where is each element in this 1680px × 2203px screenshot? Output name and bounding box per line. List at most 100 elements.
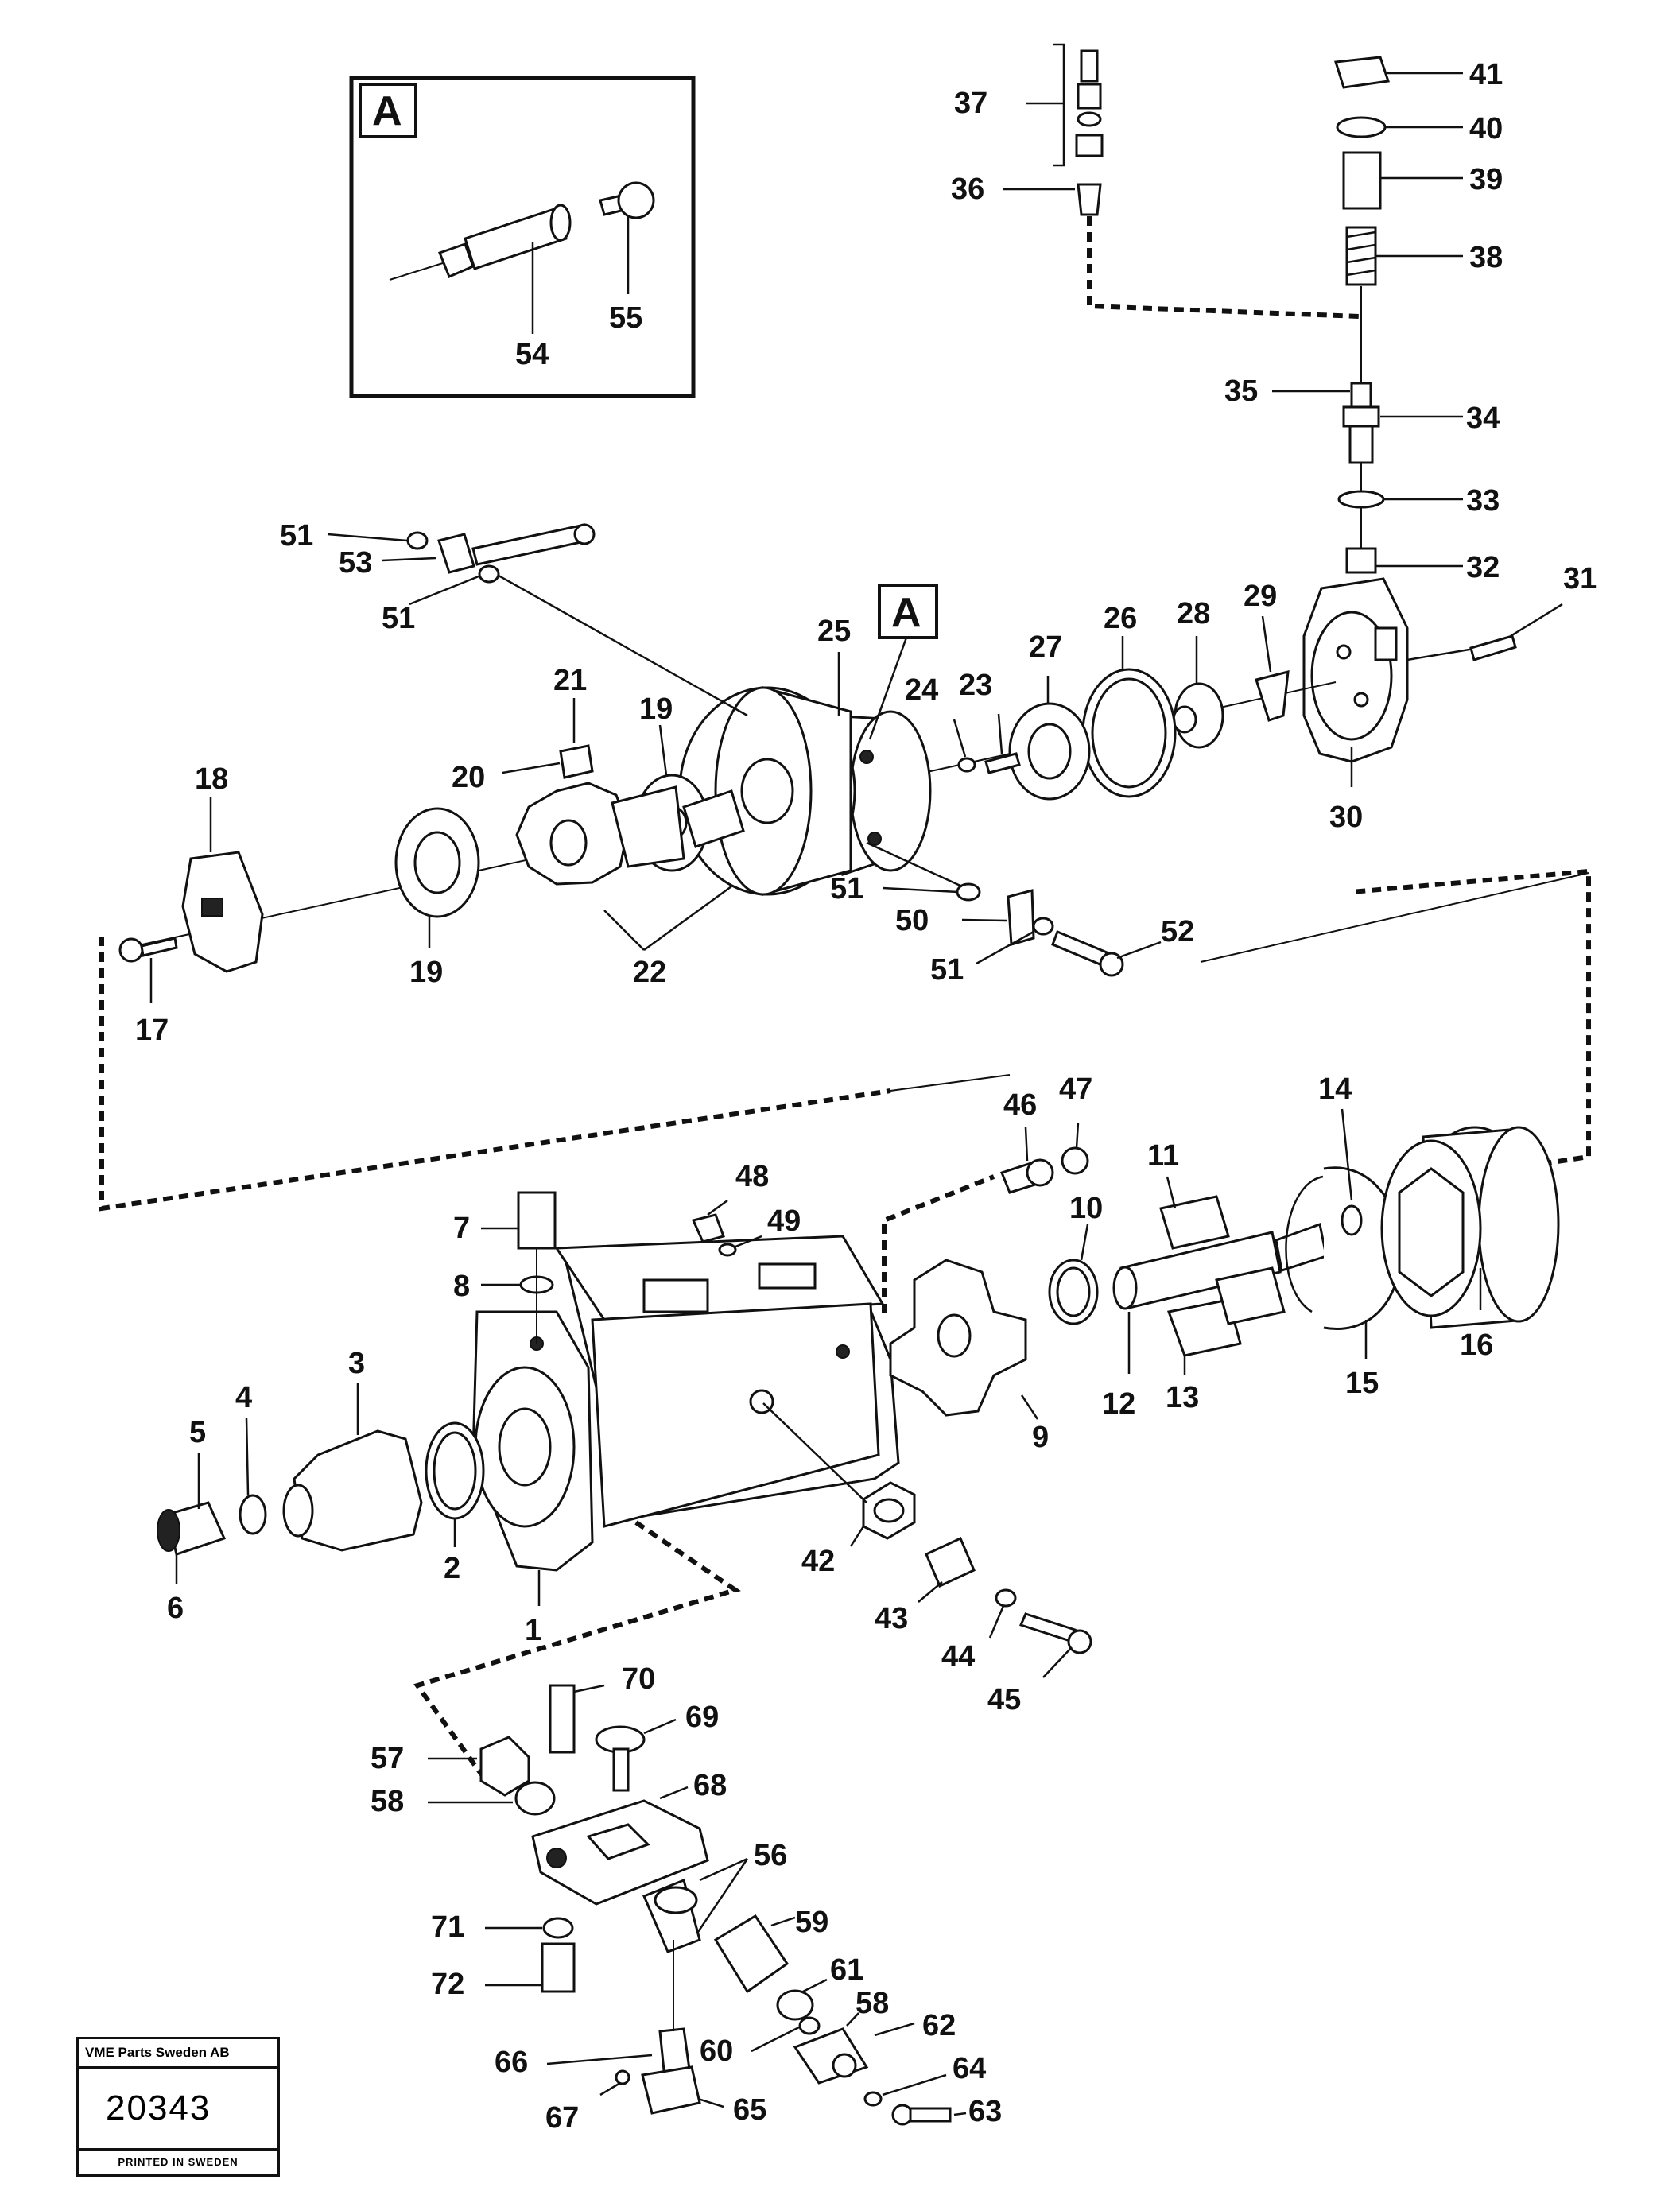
callout-25: 25 — [817, 615, 851, 648]
callout-54: 54 — [515, 338, 549, 371]
callout-66: 66 — [495, 2046, 528, 2079]
callout-44: 44 — [941, 1640, 975, 1674]
part-10-ring — [1048, 1224, 1099, 1325]
callout-70: 70 — [622, 1662, 655, 1696]
callout-42: 42 — [801, 1545, 835, 1578]
callout-35: 35 — [1224, 374, 1258, 408]
callout-55: 55 — [609, 301, 642, 335]
part-9-plate — [889, 1259, 1039, 1420]
callout-37: 37 — [954, 87, 987, 120]
callout-16: 16 — [1460, 1328, 1493, 1362]
callout-29: 29 — [1244, 580, 1277, 613]
callout-19-right: 19 — [639, 692, 673, 726]
callout-28: 28 — [1177, 597, 1210, 630]
callout-5: 5 — [189, 1416, 206, 1449]
part-54-fitting — [389, 204, 572, 281]
callout-48: 48 — [735, 1160, 769, 1193]
part-27-ring — [1008, 676, 1091, 801]
callout-62: 62 — [922, 2009, 956, 2042]
part-1-pump-body — [471, 1235, 900, 1606]
callout-15: 15 — [1345, 1367, 1379, 1400]
callout-61: 61 — [830, 1953, 863, 1987]
part-7-8-connector — [481, 1191, 557, 1344]
callout-51-b: 51 — [382, 602, 415, 635]
callout-58-a: 58 — [371, 1785, 404, 1818]
part-2-seal — [425, 1421, 485, 1547]
callout-18: 18 — [195, 762, 228, 796]
detail-a-letter: A — [372, 88, 402, 134]
part-3-sleeve — [282, 1383, 423, 1552]
callout-27: 27 — [1029, 630, 1062, 664]
part-29 — [1255, 615, 1290, 722]
part-50-51-52-bottom — [866, 841, 1162, 977]
callout-24: 24 — [905, 673, 938, 707]
callout-10: 10 — [1069, 1192, 1103, 1225]
callout-49: 49 — [767, 1204, 801, 1238]
part-26-ring — [1081, 636, 1177, 798]
publisher-stamp: VME Parts Sweden AB 20343 PRINTED IN SWE… — [76, 2037, 280, 2177]
stamp-printed: PRINTED IN SWEDEN — [118, 2156, 239, 2168]
callout-33: 33 — [1466, 484, 1500, 518]
callout-36: 36 — [951, 173, 984, 206]
callout-65: 65 — [733, 2093, 766, 2127]
callout-31: 31 — [1563, 562, 1597, 595]
part-11-12-13-shaft — [1112, 1176, 1328, 1375]
callout-30: 30 — [1329, 801, 1363, 834]
part-23-24 — [953, 713, 1021, 774]
callout-labels: 1 2 3 4 5 6 7 8 9 10 11 12 13 14 15 16 1… — [135, 58, 1597, 2135]
callout-7: 7 — [453, 1212, 470, 1245]
callout-1: 1 — [525, 1614, 541, 1647]
top-right-stack — [1003, 43, 1463, 574]
callout-59: 59 — [795, 1906, 828, 1939]
callout-21: 21 — [553, 664, 587, 697]
callout-4: 4 — [235, 1381, 252, 1414]
part-42-45-cover — [762, 1402, 1092, 1678]
part-48-49 — [691, 1199, 762, 1257]
part-19-left — [394, 807, 480, 948]
callout-34: 34 — [1466, 401, 1500, 435]
callout-67: 67 — [545, 2101, 579, 2135]
callout-11: 11 — [1147, 1139, 1179, 1173]
lower-assembly — [428, 1684, 967, 2126]
callout-51-d: 51 — [930, 953, 964, 987]
callout-43: 43 — [875, 1602, 908, 1635]
callout-9: 9 — [1032, 1421, 1049, 1454]
callout-58-b: 58 — [856, 1987, 889, 2020]
part-20-21-pin — [502, 698, 594, 779]
callout-47: 47 — [1059, 1072, 1092, 1106]
part-28 — [1172, 636, 1224, 749]
callout-68: 68 — [693, 1769, 727, 1802]
part-22-rotor — [515, 782, 745, 952]
callout-53: 53 — [339, 546, 372, 580]
callout-14: 14 — [1318, 1072, 1352, 1106]
callout-19-left: 19 — [409, 956, 443, 989]
callout-39: 39 — [1469, 163, 1503, 196]
part-25-drum — [492, 571, 932, 896]
callout-20: 20 — [452, 761, 485, 794]
part-51-53-top — [327, 523, 596, 606]
callout-6: 6 — [167, 1592, 184, 1625]
part-4-washer — [239, 1418, 267, 1535]
part-55-bolt — [599, 181, 655, 219]
callout-32: 32 — [1466, 551, 1500, 584]
detail-a-ref-letter: A — [891, 590, 921, 636]
part-18-cam-plate — [181, 797, 264, 973]
callout-22: 22 — [633, 956, 666, 989]
callout-51-c: 51 — [830, 872, 863, 906]
stamp-company: VME Parts Sweden AB — [79, 2039, 277, 2069]
callout-71: 71 — [431, 1910, 464, 1944]
callout-3: 3 — [348, 1347, 365, 1380]
callout-8: 8 — [453, 1270, 470, 1303]
callout-2: 2 — [444, 1552, 460, 1585]
callout-60: 60 — [700, 2034, 733, 2068]
stamp-number: 20343 — [79, 2069, 277, 2151]
detail-a-box: A — [349, 76, 696, 398]
callout-12: 12 — [1102, 1387, 1135, 1421]
callout-64: 64 — [953, 2052, 986, 2085]
callout-51-a: 51 — [280, 519, 313, 553]
part-46-47 — [1000, 1122, 1089, 1194]
callout-13: 13 — [1166, 1381, 1199, 1414]
callout-57: 57 — [371, 1742, 404, 1775]
callout-26: 26 — [1104, 602, 1137, 635]
